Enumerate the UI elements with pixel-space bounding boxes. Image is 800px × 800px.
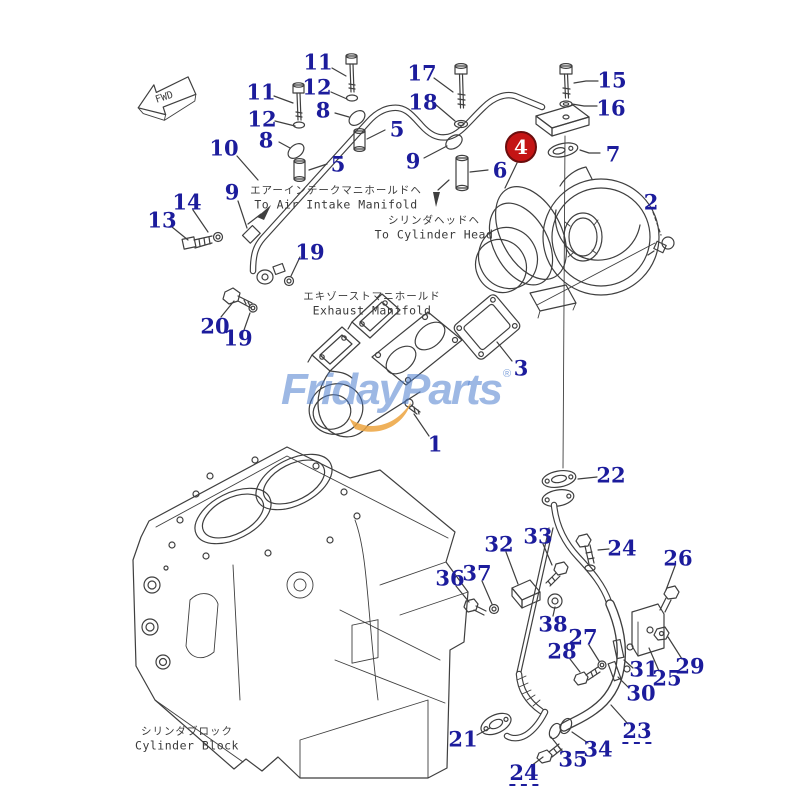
callout-8: 8 (315, 97, 331, 123)
callout-27: 27 (568, 624, 598, 650)
callout-15: 15 (597, 67, 627, 93)
label-cylinder-head-jp: シリンダヘッドヘ (388, 214, 480, 227)
label-cylinder-head-en: To Cylinder Head (374, 227, 494, 242)
label-exhaust-manifold-en: Exhaust Manifold (312, 303, 432, 318)
callout-26: 26 (663, 545, 693, 571)
callout-29: 29 (675, 653, 705, 679)
callout-19: 19 (223, 325, 253, 351)
turbocharger (474, 166, 660, 319)
callout-12: 12 (302, 74, 332, 100)
fitting-2 (647, 236, 675, 256)
callout-14: 14 (172, 189, 202, 215)
banjo-bolt (222, 287, 258, 313)
callout-11: 11 (246, 79, 276, 105)
callout-17: 17 (407, 60, 437, 86)
label-cylinder-block-jp: シリンダブロック (141, 725, 233, 738)
callout-24: 24 (509, 760, 539, 786)
callout-25: 25 (652, 665, 682, 691)
callout-2: 2 (643, 189, 659, 215)
label-air-intake: エアーインテークマニホールドヘ To Air Intake Manifold (250, 183, 422, 212)
callout-8: 8 (258, 127, 274, 153)
callout-28: 28 (547, 638, 577, 664)
label-cylinder-block: シリンダブロック Cylinder Block (135, 724, 239, 753)
callout-32: 32 (484, 531, 514, 557)
callout-5: 5 (330, 151, 346, 177)
callout-6: 6 (492, 157, 508, 183)
callout-23: 23 (622, 718, 652, 744)
callout-18: 18 (408, 89, 438, 115)
callout-21: 21 (448, 726, 478, 752)
callout-10: 10 (209, 135, 239, 161)
callout-22: 22 (596, 462, 626, 488)
label-exhaust-manifold-jp: エキゾーストマニホールド (303, 290, 441, 303)
callout-31: 31 (629, 656, 659, 682)
callout-9: 9 (405, 148, 421, 174)
callout-3: 3 (513, 355, 529, 381)
callout-30: 30 (626, 680, 656, 706)
clamp-hardware (463, 561, 569, 616)
callout-36: 36 (435, 565, 465, 591)
highlighted-callout-4: 4 (505, 131, 537, 163)
gasket-3 (453, 294, 521, 360)
label-air-intake-jp: エアーインテークマニホールドヘ (250, 184, 422, 197)
air-tube (241, 91, 546, 287)
callout-16: 16 (596, 95, 626, 121)
callout-20: 20 (200, 313, 230, 339)
fitting-13 (181, 231, 224, 250)
label-cylinder-block-en: Cylinder Block (135, 738, 239, 753)
callout-9: 9 (224, 179, 240, 205)
callout-33: 33 (523, 523, 553, 549)
callout-38: 38 (538, 611, 568, 637)
callout-1: 1 (427, 431, 443, 457)
engine-block (132, 446, 469, 779)
fwd-arrow: FWD (137, 76, 197, 121)
callout-12: 12 (247, 106, 277, 132)
callout-34: 34 (583, 736, 613, 762)
leader-lines (171, 67, 683, 767)
bracket-plate (535, 62, 590, 469)
callout-5: 5 (389, 116, 405, 142)
callout-35: 35 (558, 746, 588, 772)
label-air-intake-en: To Air Intake Manifold (254, 197, 418, 212)
fwd-label: FWD (154, 90, 175, 106)
callout-13: 13 (147, 207, 177, 233)
direction-arrows (247, 179, 450, 225)
clamp-stack-left (287, 82, 306, 183)
clamp-stack-right (345, 53, 366, 153)
callout-37: 37 (462, 560, 492, 586)
callout-7: 7 (605, 141, 621, 167)
callout-11: 11 (303, 49, 333, 75)
callout-19: 19 (295, 239, 325, 265)
callout-24: 24 (607, 535, 637, 561)
label-cylinder-head: シリンダヘッドヘ To Cylinder Head (375, 213, 494, 242)
clamp-stack-mid (445, 62, 469, 192)
oil-drain (480, 469, 680, 764)
label-exhaust-manifold: エキゾーストマニホールド Exhaust Manifold (303, 289, 440, 318)
